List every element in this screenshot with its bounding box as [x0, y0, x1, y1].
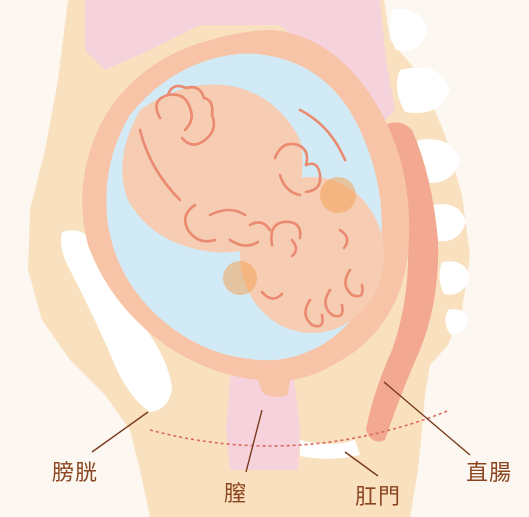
label-rectum: 直腸: [466, 455, 512, 487]
label-bladder: 膀胱: [52, 455, 98, 487]
fetus-cheek-lower: [223, 261, 257, 295]
fetus-cheek-upper: [320, 177, 356, 213]
label-vagina: 膣: [224, 476, 247, 508]
label-anus: 肛門: [355, 479, 401, 511]
